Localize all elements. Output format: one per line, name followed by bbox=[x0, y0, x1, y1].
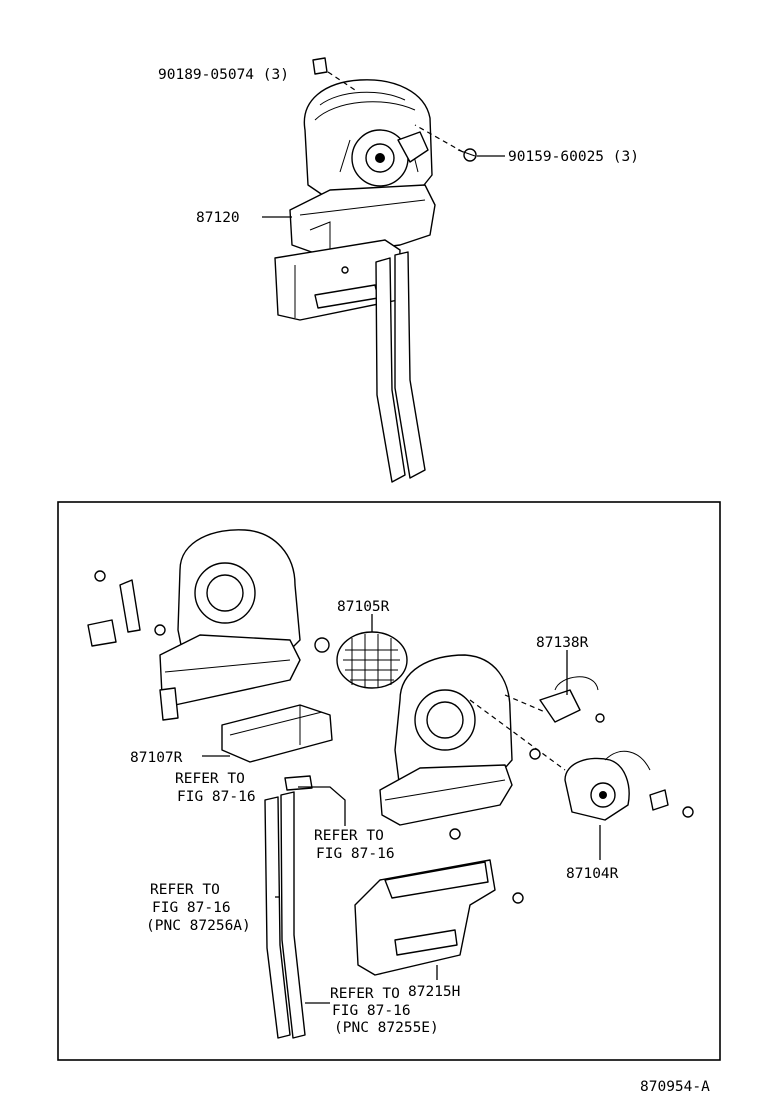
svg-text:FIG 87-16: FIG 87-16 bbox=[177, 789, 256, 805]
label-90159-60025: 90159-60025 (3) bbox=[508, 149, 639, 165]
refer-note-3: REFER TO FIG 87-16 (PNC 87256A) bbox=[146, 882, 251, 934]
blower-fan bbox=[336, 631, 408, 689]
right-blower-case bbox=[379, 654, 513, 840]
label-87107R: 87107R bbox=[130, 750, 183, 766]
top-leader-lines bbox=[262, 71, 505, 218]
label-87120: 87120 bbox=[196, 210, 240, 226]
label-90189-05074: 90189-05074 (3) bbox=[158, 67, 289, 83]
svg-text:REFER TO: REFER TO bbox=[330, 986, 400, 1002]
svg-text:FIG 87-16: FIG 87-16 bbox=[152, 900, 231, 916]
svg-text:REFER TO: REFER TO bbox=[175, 771, 245, 787]
svg-text:REFER TO: REFER TO bbox=[150, 882, 220, 898]
blower-motor bbox=[469, 694, 694, 821]
svg-text:(PNC 87256A): (PNC 87256A) bbox=[146, 918, 251, 934]
air-filter-case bbox=[221, 704, 333, 763]
refer-note-1: REFER TO FIG 87-16 bbox=[175, 771, 256, 805]
heater-pipes bbox=[264, 775, 313, 1039]
blower-resistor bbox=[539, 676, 605, 723]
lower-duct bbox=[354, 859, 524, 976]
refer-note-2: REFER TO FIG 87-16 bbox=[314, 828, 395, 862]
exploded-leader-lines bbox=[202, 614, 601, 1004]
refer-note-4: REFER TO FIG 87-16 (PNC 87255E) bbox=[330, 986, 439, 1036]
label-87215H: 87215H bbox=[408, 984, 460, 1000]
label-87105R: 87105R bbox=[337, 599, 390, 615]
svg-text:(PNC 87255E): (PNC 87255E) bbox=[334, 1020, 439, 1036]
svg-text:FIG 87-16: FIG 87-16 bbox=[332, 1003, 411, 1019]
svg-text:REFER TO: REFER TO bbox=[314, 828, 384, 844]
exploded-view-frame bbox=[57, 501, 721, 1061]
label-87104R: 87104R bbox=[566, 866, 619, 882]
svg-text:FIG 87-16: FIG 87-16 bbox=[316, 846, 395, 862]
label-87138R: 87138R bbox=[536, 635, 589, 651]
top-blower-assembly bbox=[274, 57, 477, 483]
left-blower-case bbox=[87, 529, 330, 721]
diagram-code: 870954-A bbox=[640, 1079, 710, 1095]
